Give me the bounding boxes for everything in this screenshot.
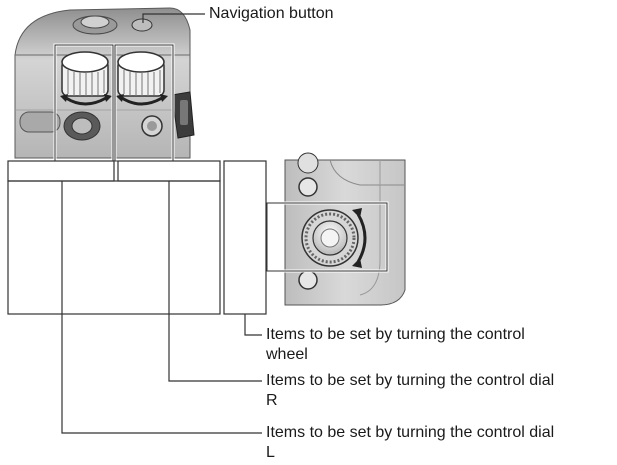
dial-l-settings-box — [7, 160, 115, 182]
wheel-highlight — [266, 202, 388, 272]
control-dial-l-label: Items to be set by turning the control d… — [266, 424, 555, 461]
camera-button[interactable] — [298, 270, 318, 290]
arrow-head — [104, 94, 112, 102]
callout-line-dial-r — [168, 181, 262, 382]
dial-r-settings-box — [117, 160, 221, 182]
callout-line-navigation — [142, 13, 205, 23]
control-wheel-label: Items to be set by turning the control w… — [266, 326, 525, 363]
wheel-settings-box — [223, 160, 267, 315]
control-dial-l[interactable] — [61, 51, 109, 97]
control-dial-r-label: Items to be set by turning the control d… — [266, 372, 555, 409]
arrow-head — [116, 94, 124, 102]
curved-double-arrow-icon — [121, 96, 163, 106]
navigation-button-label: Navigation button — [209, 5, 334, 22]
callout-line-dial-l — [61, 181, 262, 434]
arrow-head — [60, 94, 68, 102]
control-dial-r[interactable] — [117, 51, 165, 97]
arrow-head — [352, 258, 362, 268]
callout-lines — [61, 13, 262, 434]
camera-button[interactable] — [298, 177, 318, 197]
curved-double-arrow-icon — [356, 213, 367, 263]
arrow-head — [160, 94, 168, 102]
settings-panel — [7, 160, 267, 315]
control-wheel[interactable] — [301, 209, 359, 267]
arrow-head — [352, 208, 362, 218]
callout-line-wheel — [244, 314, 262, 336]
curved-double-arrow-icon — [65, 96, 107, 106]
settings-box — [7, 180, 221, 315]
